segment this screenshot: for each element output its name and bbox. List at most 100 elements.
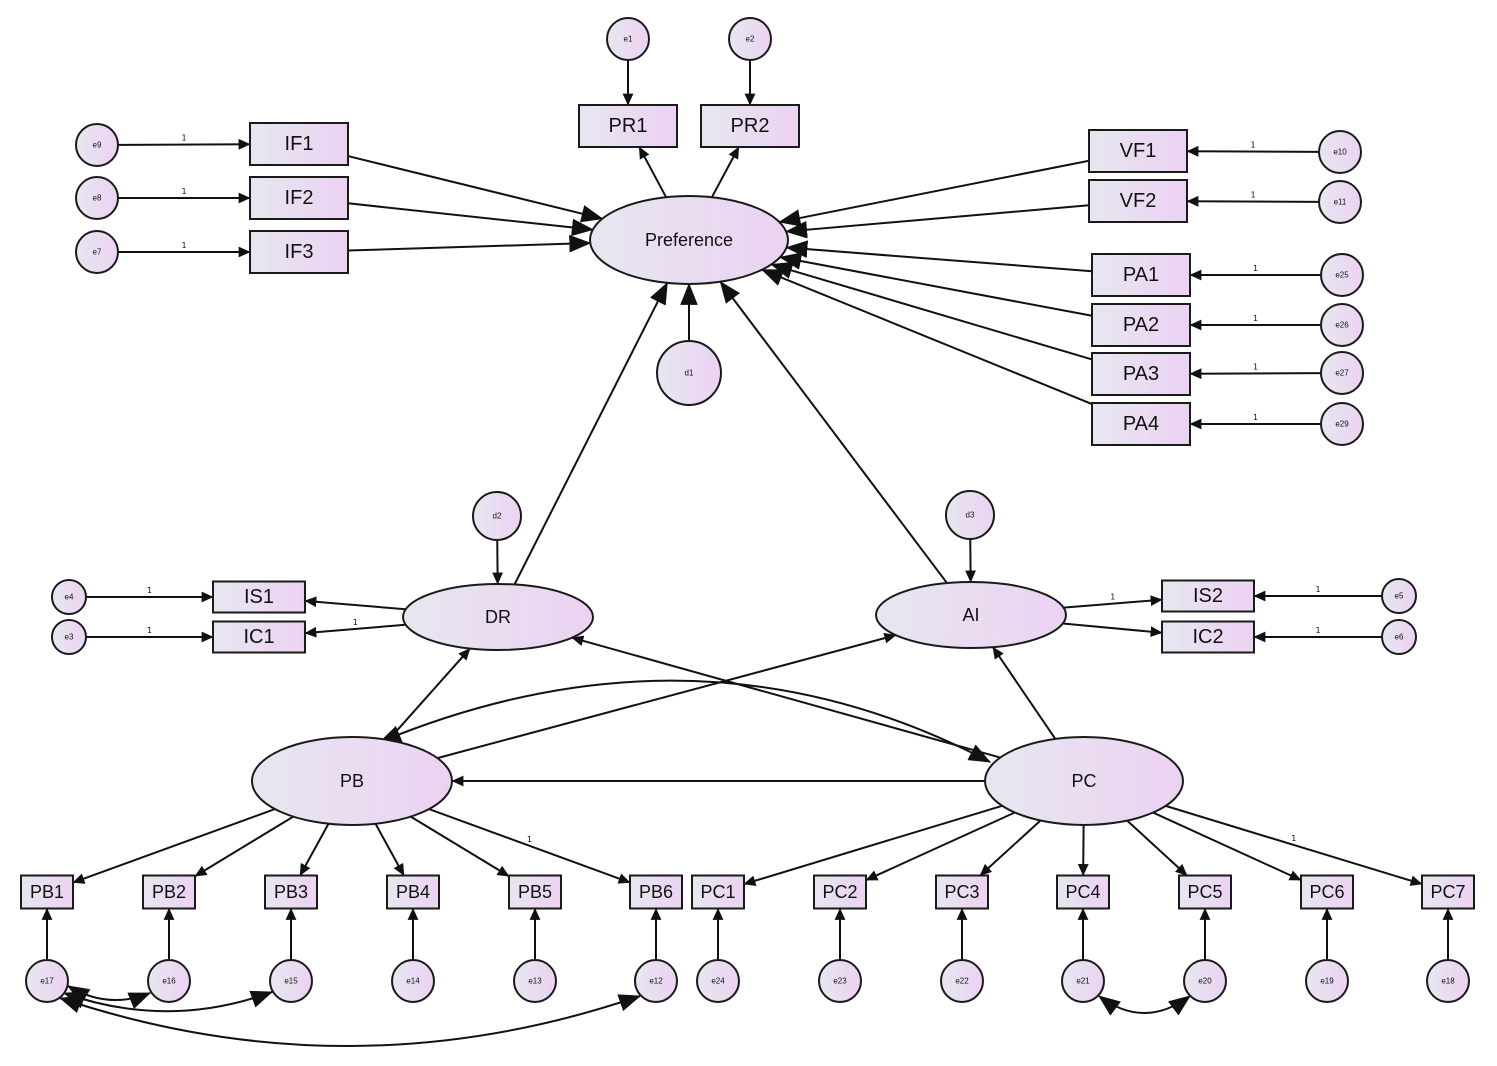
error-shape-e8	[75, 176, 119, 220]
error-e12[interactable]: e12	[634, 959, 678, 1003]
observed-pb3[interactable]: PB3	[264, 874, 318, 910]
error-shape-e18	[1426, 959, 1470, 1003]
observed-pb5[interactable]: PB5	[508, 874, 562, 910]
observed-pc4[interactable]: PC4	[1056, 874, 1110, 910]
error-e27[interactable]: e27	[1320, 351, 1364, 395]
observed-if3[interactable]: IF3	[249, 230, 349, 274]
observed-if1[interactable]: IF1	[249, 122, 349, 166]
latent-dr[interactable]: DR	[402, 583, 594, 651]
pc7-label: PC7	[1430, 882, 1465, 902]
observed-pb2[interactable]: PB2	[142, 874, 196, 910]
observed-vf1[interactable]: VF1	[1088, 129, 1188, 173]
path-PC-to-PC2	[865, 811, 1016, 882]
error-e8[interactable]: e8	[75, 176, 119, 220]
latent-pc[interactable]: PC	[984, 736, 1184, 826]
observed-pb6[interactable]: PB6	[629, 874, 683, 910]
error-e14[interactable]: e14	[391, 959, 435, 1003]
observed-pc2[interactable]: PC2	[813, 874, 867, 910]
error-e6[interactable]: e6	[1381, 619, 1417, 655]
e17-label: e17	[40, 977, 54, 986]
error-e24[interactable]: e24	[696, 959, 740, 1003]
error-e17[interactable]: e17	[25, 959, 69, 1003]
observed-vf2[interactable]: VF2	[1088, 179, 1188, 223]
observed-pb4[interactable]: PB4	[386, 874, 440, 910]
observed-shape-pr2	[700, 104, 800, 148]
error-shape-e26	[1320, 303, 1364, 347]
error-e4[interactable]: e4	[51, 579, 87, 615]
error-d1[interactable]: d1	[656, 340, 722, 406]
error-e19[interactable]: e19	[1305, 959, 1349, 1003]
observed-pc6[interactable]: PC6	[1300, 874, 1354, 910]
e15-label: e15	[284, 977, 298, 986]
latent-pb[interactable]: PB	[251, 736, 453, 826]
observed-pr1[interactable]: PR1	[578, 104, 678, 148]
error-e20[interactable]: e20	[1183, 959, 1227, 1003]
observed-pa4[interactable]: PA4	[1091, 402, 1191, 446]
path-AI-to-IS2	[1063, 595, 1163, 609]
observed-if2[interactable]: IF2	[249, 176, 349, 220]
error-e5[interactable]: e5	[1381, 578, 1417, 614]
error-e2[interactable]: e2	[728, 17, 772, 61]
observed-pc1[interactable]: PC1	[691, 874, 745, 910]
error-e23[interactable]: e23	[818, 959, 862, 1003]
pa1-label: PA1	[1123, 264, 1159, 286]
latent-ai[interactable]: AI	[875, 581, 1067, 649]
is1-label: IS1	[244, 586, 274, 608]
path-label-e29-to-PA4: 1	[1253, 413, 1258, 422]
error-e3[interactable]: e3	[51, 619, 87, 655]
error-d3[interactable]: d3	[945, 490, 995, 540]
if2-label: IF2	[285, 187, 314, 209]
e7-label: e7	[93, 248, 102, 257]
observed-is1[interactable]: IS1	[212, 580, 306, 614]
e24-label: e24	[711, 977, 725, 986]
error-shape-d1	[656, 340, 722, 406]
error-e18[interactable]: e18	[1426, 959, 1470, 1003]
error-e26[interactable]: e26	[1320, 303, 1364, 347]
e1-label: e1	[624, 35, 633, 44]
path-label-e10-to-VF1: 1	[1250, 141, 1255, 150]
vf1-label: VF1	[1120, 140, 1157, 162]
path-Preference-to-PR2	[711, 146, 740, 198]
observed-shape-vf1	[1088, 129, 1188, 173]
error-e29[interactable]: e29	[1320, 402, 1364, 446]
error-e1[interactable]: e1	[606, 17, 650, 61]
error-e9[interactable]: e9	[75, 123, 119, 167]
observed-ic1[interactable]: IC1	[212, 620, 306, 654]
observed-pa2[interactable]: PA2	[1091, 303, 1191, 347]
path-label-e3-to-IC1: 1	[147, 626, 152, 635]
observed-is2[interactable]: IS2	[1161, 579, 1255, 613]
error-shape-e27	[1320, 351, 1364, 395]
latent-preference[interactable]: Preference	[589, 195, 789, 285]
error-e7[interactable]: e7	[75, 230, 119, 274]
e3-label: e3	[65, 633, 74, 642]
observed-pa3[interactable]: PA3	[1091, 352, 1191, 396]
error-e22[interactable]: e22	[940, 959, 984, 1003]
ai-label: AI	[962, 605, 979, 625]
error-d2[interactable]: d2	[472, 491, 522, 541]
path-PA4-to-Preference	[760, 268, 1093, 405]
error-e10[interactable]: e10	[1318, 130, 1362, 174]
error-shape-e16	[147, 959, 191, 1003]
observed-ic2[interactable]: IC2	[1161, 620, 1255, 654]
error-e15[interactable]: e15	[269, 959, 313, 1003]
error-e11[interactable]: e11	[1318, 180, 1362, 224]
pr1-label: PR1	[609, 115, 648, 137]
e8-label: e8	[93, 194, 102, 203]
pc1-label: PC1	[700, 882, 735, 902]
path-PB-to-DR	[387, 647, 471, 741]
observed-pc3[interactable]: PC3	[935, 874, 989, 910]
pc-label: PC	[1071, 771, 1096, 791]
observed-pa1[interactable]: PA1	[1091, 253, 1191, 297]
error-e16[interactable]: e16	[147, 959, 191, 1003]
observed-pc7[interactable]: PC7	[1421, 874, 1475, 910]
latent-shape-ai	[875, 581, 1067, 649]
observed-pr2[interactable]: PR2	[700, 104, 800, 148]
error-e21[interactable]: e21	[1061, 959, 1105, 1003]
path-label-e11-to-VF2: 1	[1250, 191, 1255, 200]
observed-pb1[interactable]: PB1	[20, 874, 74, 910]
path-PC-to-DR	[571, 635, 1001, 759]
error-e13[interactable]: e13	[513, 959, 557, 1003]
path-label-AI-to-IS2: 1	[1110, 593, 1115, 602]
observed-pc5[interactable]: PC5	[1178, 874, 1232, 910]
error-e25[interactable]: e25	[1320, 253, 1364, 297]
